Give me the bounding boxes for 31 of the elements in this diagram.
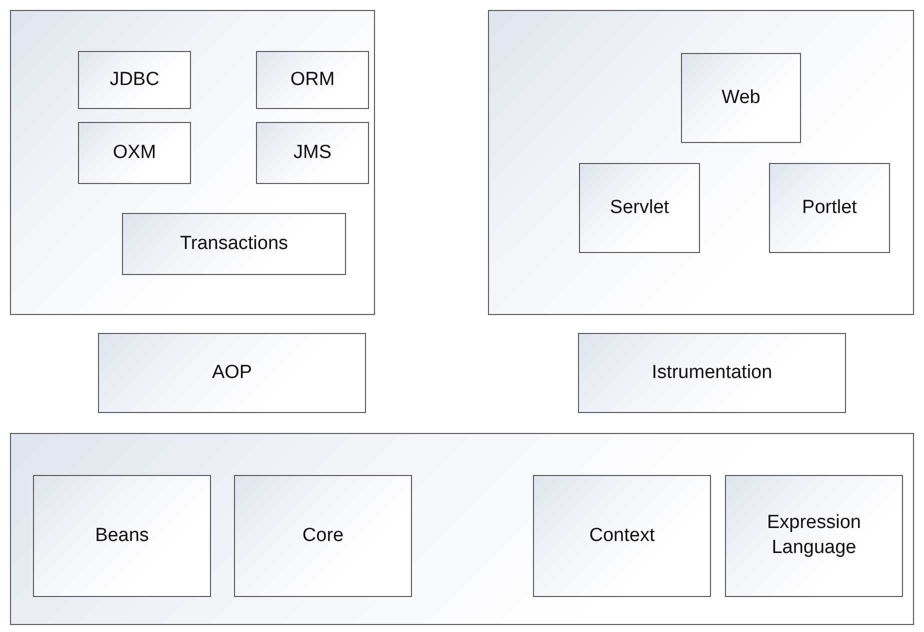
module-box [98, 333, 366, 413]
module-label: Context [589, 524, 655, 548]
module-label: JMS [294, 140, 332, 165]
module-label: ORM [290, 68, 335, 92]
module-label: Istrumentation [652, 360, 772, 385]
module-box [769, 163, 890, 253]
module-box [256, 122, 369, 184]
module-label: OXM [112, 140, 156, 165]
module-box [725, 475, 903, 597]
module-label: Web [722, 86, 760, 110]
module-box [33, 475, 211, 597]
module-label: Core [302, 524, 344, 548]
module-box [78, 122, 191, 184]
module-label: JDBC [110, 68, 160, 92]
module-box [681, 53, 801, 143]
module-label: Expression Language [766, 511, 862, 560]
container-panel [10, 433, 914, 625]
module-box [578, 333, 846, 413]
module-label: Servlet [610, 196, 670, 220]
module-label: Transactions [180, 232, 288, 256]
container-panel [488, 10, 914, 315]
module-label: Portlet [802, 196, 857, 220]
module-box [122, 213, 346, 275]
module-box [533, 475, 711, 597]
module-label: Beans [95, 524, 149, 548]
module-box [234, 475, 412, 597]
container-panel [10, 10, 375, 315]
module-box [579, 163, 700, 253]
module-box [256, 51, 369, 109]
module-label: AOP [212, 360, 252, 385]
module-box [78, 51, 191, 109]
